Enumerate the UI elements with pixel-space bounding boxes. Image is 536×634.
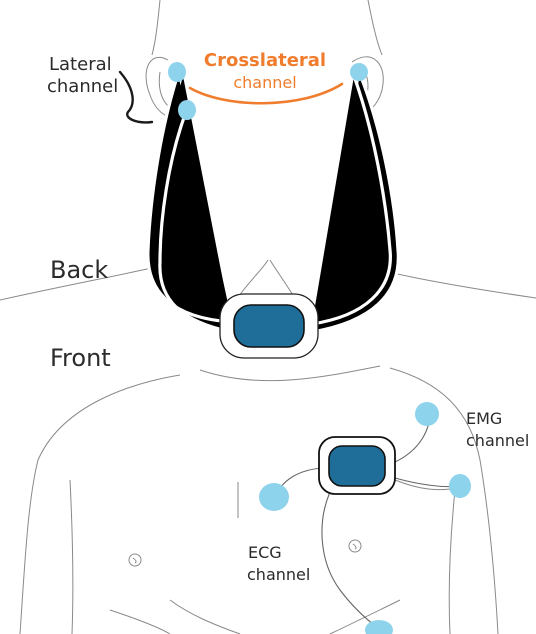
electrode-right-ear [350,63,368,81]
electrode-ecg-left [259,483,289,511]
electrode-emg-upper [415,402,439,426]
back-body-outline [0,0,536,301]
electrode-left-ear-lower [178,100,196,120]
lateral-label-line1: Lateral [49,54,112,75]
crosslateral-arc [188,82,344,105]
electrode-emg-shoulder [449,474,471,498]
electrode-ecg-lower [365,620,393,634]
emg-label-line2: channel [466,431,529,450]
front-body-outline [19,365,499,634]
electrode-left-ear-upper [168,62,186,82]
crosslateral-label-line2: channel [233,73,296,92]
emg-label-line1: EMG [466,409,502,428]
lateral-bracket [118,70,154,124]
crosslateral-label-line1: Crosslateral [204,50,326,71]
ecg-label-line2: channel [247,565,310,584]
front-device-core [328,445,386,487]
lateral-label-line2: channel [47,76,118,97]
back-label: Back [50,256,108,284]
front-device [318,436,396,495]
back-device-core [233,304,305,348]
back-device [219,293,319,359]
ecg-label-line1: ECG [248,543,282,562]
front-label: Front [50,344,111,372]
